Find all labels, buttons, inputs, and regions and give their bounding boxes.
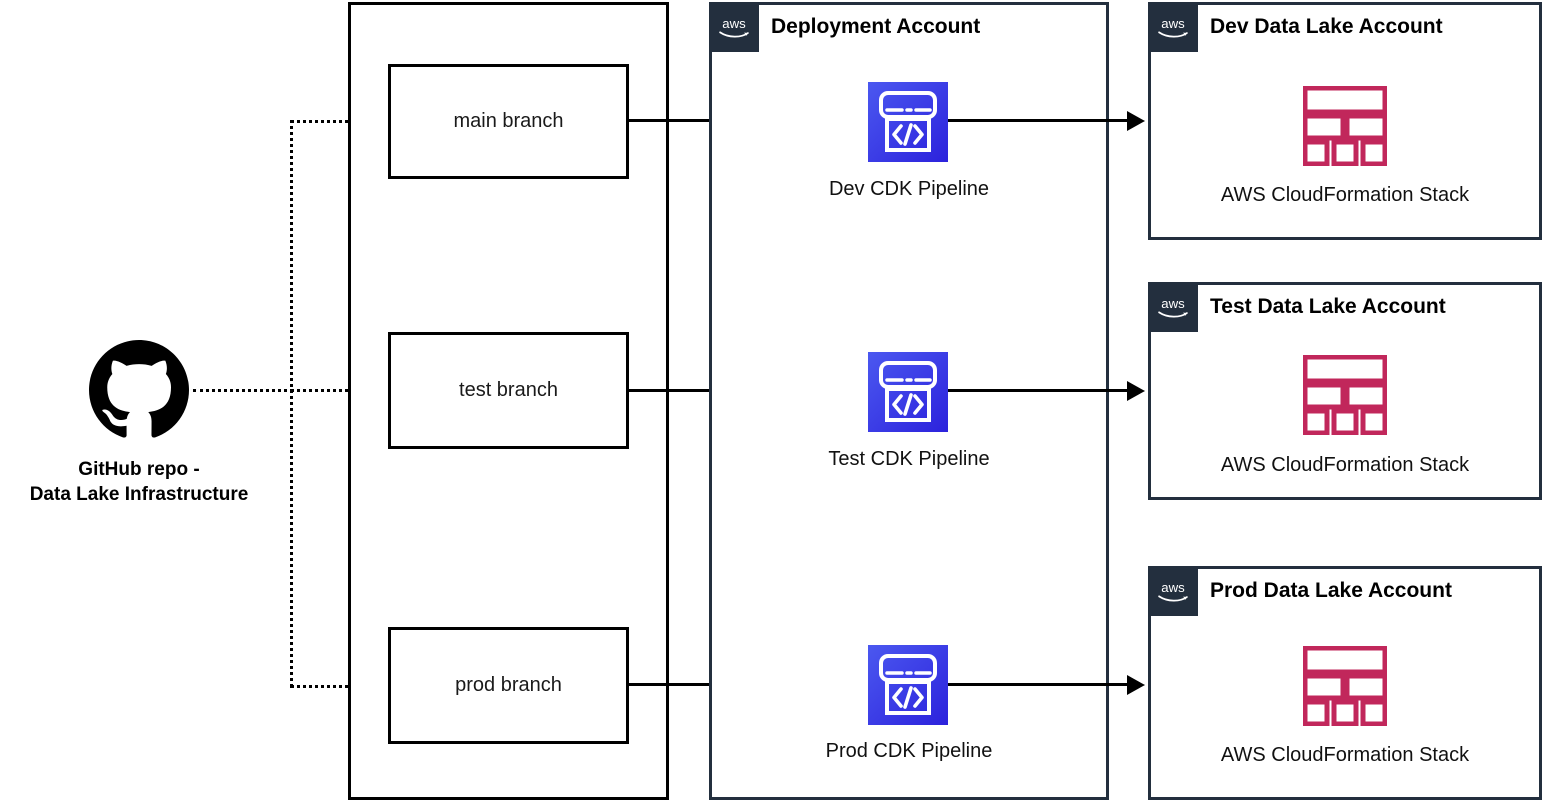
branch-label-test: test branch [459,379,558,401]
cdk-pipeline-icon-dev[interactable] [868,82,948,162]
prod-data-lake-account-title: Prod Data Lake Account [1210,579,1452,602]
test-pipeline-label: Test CDK Pipeline [828,448,990,470]
github-repo-label-line1: GitHub repo - [78,459,200,480]
cloudformation-stack-icon-test[interactable] [1303,355,1387,435]
test-pipeline-to-test-account-connector [948,389,1127,392]
prod-pipeline-to-prod-account-connector [948,683,1127,686]
prod-pipeline-label: Prod CDK Pipeline [825,740,993,762]
dev-pipeline-label: Dev CDK Pipeline [828,178,990,200]
dev-data-lake-account-title: Dev Data Lake Account [1210,15,1443,38]
cloudformation-stack-icon-dev[interactable] [1303,86,1387,166]
branch-fanout-bus [290,120,293,687]
aws-icon: aws [1148,566,1198,616]
prod-cloudformation-stack-label: AWS CloudFormation Stack [1220,744,1470,766]
dev-pipeline-to-dev-account-connector [948,119,1127,122]
bus-to-test-branch-connector [290,389,368,392]
svg-text:aws: aws [1161,16,1185,31]
cdk-pipeline-icon-test[interactable] [868,352,948,432]
cdk-pipeline-icon-prod[interactable] [868,645,948,725]
github-repo-label-line2: Data Lake Infrastructure [29,484,249,505]
aws-icon: aws [709,2,759,52]
test-pipeline-to-test-account-arrowhead [1127,381,1145,401]
test-cloudformation-stack-label: AWS CloudFormation Stack [1220,454,1470,476]
branch-label-prod: prod branch [455,674,562,696]
aws-icon: aws [1148,282,1198,332]
aws-icon: aws [1148,2,1198,52]
svg-text:aws: aws [1161,296,1185,311]
dev-cloudformation-stack-label: AWS CloudFormation Stack [1220,184,1470,206]
dev-pipeline-to-dev-account-arrowhead [1127,111,1145,131]
github-icon [88,340,190,440]
cloudformation-stack-icon-prod[interactable] [1303,646,1387,726]
branch-box-main[interactable]: main branch [388,64,629,179]
svg-text:aws: aws [722,16,746,31]
bus-to-prod-branch-connector [290,685,368,688]
branch-box-prod[interactable]: prod branch [388,627,629,744]
github-repo-label: GitHub repo - Data Lake Infrastructure [0,457,278,507]
branch-label-main: main branch [453,110,564,132]
prod-pipeline-to-prod-account-arrowhead [1127,675,1145,695]
test-data-lake-account-title: Test Data Lake Account [1210,295,1446,318]
branch-box-test[interactable]: test branch [388,332,629,449]
bus-to-main-branch-connector [290,120,368,123]
deployment-account-title: Deployment Account [771,15,981,38]
github-to-bus-connector [193,389,293,392]
svg-text:aws: aws [1161,580,1185,595]
